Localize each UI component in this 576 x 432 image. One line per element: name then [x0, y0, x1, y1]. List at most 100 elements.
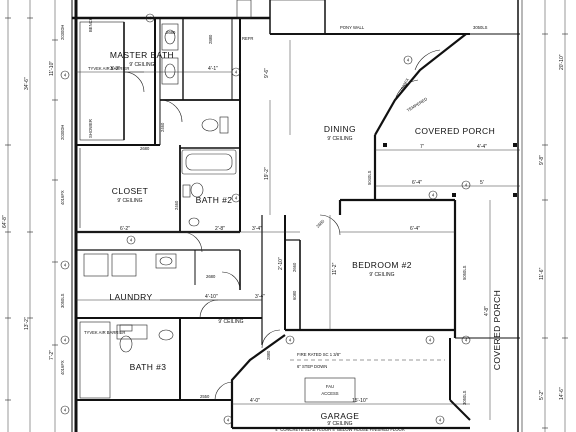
- door-tag: 2660: [292, 262, 297, 272]
- room-ceiling: 9' CEILING: [117, 198, 142, 204]
- dimension-label: 6'-4": [412, 180, 422, 186]
- dimension-label: 4'-10": [205, 294, 218, 300]
- dimension-label: 15'-10": [352, 398, 368, 404]
- tyvek-note: TYVEK AIR BARRIER: [88, 66, 129, 71]
- pony-wall-note: PONY WALL: [340, 25, 365, 30]
- bench-note: BENCH: [88, 17, 93, 32]
- refr-note: REFR: [242, 36, 253, 41]
- svg-text:4: 4: [289, 338, 292, 343]
- note-marker: 4: [231, 67, 241, 77]
- tyvek-note: TYVEK AIR BARRIER: [84, 330, 125, 335]
- note-marker: 4: [60, 335, 70, 345]
- svg-text:4: 4: [429, 338, 432, 343]
- window-tag: 4016FX: [60, 360, 65, 375]
- room-dining: DINING: [324, 124, 356, 134]
- dimension-label: 19'-2": [264, 167, 270, 180]
- dimension-label: 11'-2": [332, 262, 338, 275]
- note-marker: 4: [60, 405, 70, 415]
- dimension-label: 3'-4": [255, 294, 265, 300]
- window-tag: 3050LS: [60, 293, 65, 308]
- room-ceiling: 9' CEILING: [327, 421, 352, 427]
- svg-text:4: 4: [432, 193, 435, 198]
- svg-text:4: 4: [64, 338, 67, 343]
- note-marker: 4: [126, 235, 136, 245]
- svg-text:4: 4: [235, 70, 238, 75]
- tempered-note: TEMPERED: [406, 96, 428, 113]
- dimension-label: 13'-2": [24, 317, 30, 330]
- room-bath-2: BATH #2: [196, 195, 233, 205]
- room-closet: CLOSET: [112, 186, 148, 196]
- note-marker: 4: [461, 335, 471, 345]
- note-marker: 4: [60, 260, 70, 270]
- dimension-text: 64'-8" 34'-6" 11'-10" 13'-2" 7'-2" 20'-1…: [2, 54, 565, 404]
- dimension-label: 64'-8": [2, 215, 8, 228]
- window-tag: 3050LS: [473, 25, 488, 30]
- room-bath-3: BATH #3: [130, 362, 167, 372]
- door-tag: 2880: [266, 350, 271, 360]
- note-marker: 4: [403, 55, 413, 65]
- dimension-label: 7'-2": [49, 350, 55, 360]
- door-tag: 2680: [140, 146, 150, 151]
- dimension-label: 11'-6": [539, 267, 545, 280]
- door-tag: 2680: [206, 274, 216, 279]
- dimension-lines: [5, 0, 568, 432]
- svg-text:4: 4: [235, 196, 238, 201]
- note-marker: 4: [60, 70, 70, 80]
- room-ceiling: 9' CEILING: [327, 136, 352, 142]
- dimension-label: 11'-10": [49, 61, 55, 76]
- window-tag: 2030DH: [60, 25, 65, 40]
- dimension-label: 4'-0": [250, 398, 260, 404]
- dimension-label: 4'-8": [484, 306, 490, 316]
- dimension-label: 2'-8": [215, 226, 225, 232]
- dimension-label: 5': [480, 180, 484, 186]
- dimension-label: 20'-10": [559, 54, 565, 70]
- dimension-label: 9'-8": [539, 155, 545, 165]
- dimension-label: 34'-6": [24, 77, 30, 90]
- dimension-label: 5'-2": [539, 390, 545, 400]
- door-tag: 2880: [208, 34, 213, 44]
- dimension-label: 2'-10": [278, 257, 284, 270]
- room-covered-porch-side: COVERED PORCH: [492, 290, 502, 370]
- svg-text:4: 4: [227, 418, 230, 423]
- room-bedroom-2: BEDROOM #2: [352, 260, 412, 270]
- dimension-label: 4'-1": [208, 66, 218, 72]
- note-marker: 4: [223, 415, 233, 425]
- door-tag: 2680: [315, 218, 326, 229]
- svg-text:4: 4: [439, 418, 442, 423]
- opening-tags: 3050LS 2030DH 2030DH 4016FX 3050LS 4016F…: [60, 25, 488, 405]
- svg-text:4: 4: [465, 338, 468, 343]
- shower-note: SHOWER: [88, 119, 93, 138]
- garage-slab-note: 4" CONCRETE SLAB FLOOR 4" BELOW HOUSE FI…: [275, 427, 405, 432]
- window-tag: 5050LS: [462, 265, 467, 280]
- svg-text:4: 4: [130, 238, 133, 243]
- note-marker: 4: [435, 415, 445, 425]
- note-marker: 4: [231, 193, 241, 203]
- access-note: ACCESS: [321, 391, 338, 396]
- window-tag: 1630FX: [399, 77, 411, 92]
- room-covered-porch: COVERED PORCH: [415, 126, 495, 136]
- note-marker: 4: [425, 335, 435, 345]
- room-ceiling: 9' CEILING: [218, 319, 243, 325]
- room-laundry: LAUNDRY: [109, 292, 152, 302]
- door-tag: 2460: [174, 200, 179, 210]
- fau-note: FAU: [326, 384, 334, 389]
- door-tag: 2680: [166, 30, 176, 35]
- svg-text:4: 4: [465, 183, 468, 188]
- room-master-bath: MASTER BATH: [110, 50, 174, 60]
- door-tag: 2460: [160, 122, 165, 132]
- note-marker: 4: [145, 13, 155, 23]
- dimension-label: 3'-3": [110, 66, 120, 72]
- room-ceiling: 9' CEILING: [369, 272, 394, 278]
- note-marker: 4: [285, 335, 295, 345]
- outer-walls: [71, 0, 523, 432]
- room-ceiling: 9' CEILING: [129, 62, 154, 68]
- window-tag: 5040LS: [367, 170, 372, 185]
- room-labels: MASTER BATH 9' CEILING CLOSET 9' CEILING…: [109, 50, 502, 432]
- room-garage: GARAGE: [321, 411, 360, 421]
- fixtures: [83, 23, 445, 403]
- door-tag: 6080: [292, 290, 297, 300]
- note-marker: 4: [428, 190, 438, 200]
- dimension-label: 14'-6": [559, 387, 565, 400]
- svg-text:4: 4: [64, 408, 67, 413]
